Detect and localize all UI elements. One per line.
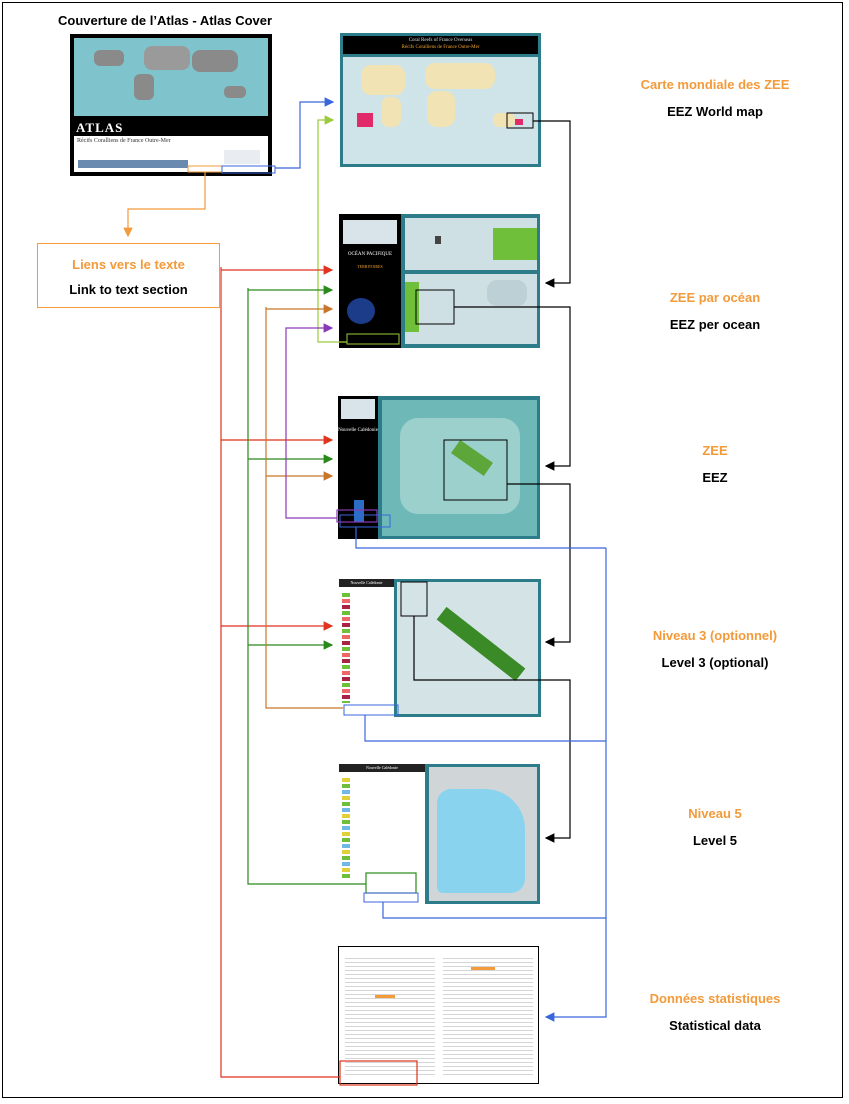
arrow-cover-to-text — [123, 172, 206, 238]
cover-text-link-box — [187, 165, 223, 173]
green-link-trunk — [247, 288, 366, 885]
arrow-eez-to-level3 — [507, 483, 571, 647]
label-world-fr: Carte mondiale des ZEE — [640, 77, 790, 92]
level3-header: Nouvelle Calédonie — [350, 580, 383, 585]
text-links-label-en: Link to text section — [69, 282, 188, 297]
ocean-lime-link-box — [346, 333, 400, 345]
level3-map-thumbnail: Nouvelle Calédonie — [339, 579, 541, 717]
stats-red-link-box — [339, 1060, 418, 1086]
level5-header: Nouvelle Calédonie — [366, 765, 398, 770]
ocean-caption: OCÉAN PACIFIQUE — [347, 252, 393, 257]
world-map-thumbnail: Coral Reefs of France Overseas Récifs Co… — [340, 33, 541, 167]
red-link-trunk — [220, 267, 340, 1078]
label-world-en: EEZ World map — [667, 104, 763, 119]
blue-link-from-eez — [355, 527, 606, 549]
level5-green-link-box — [365, 872, 417, 894]
arrow-world-to-ocean — [533, 120, 571, 288]
arrow-purple-eez-to-ocean — [285, 323, 337, 519]
level3-map-focus-box — [400, 581, 428, 617]
ocean-map-thumbnail: OCÉAN PACIFIQUE TERRITOIRES — [339, 214, 540, 348]
label-level5-fr: Niveau 5 — [688, 806, 742, 821]
arrow-ocean-to-world — [317, 115, 347, 343]
cover-map — [74, 38, 268, 116]
label-stats-fr: Données statistiques — [649, 991, 781, 1006]
world-map-subtitle: Récifs Coralliens de France Outre-Mer — [401, 45, 480, 50]
level5-map-thumbnail: Nouvelle Calédonie — [339, 764, 540, 904]
cover-title: Couverture de l’Atlas - Atlas Cover — [58, 13, 273, 28]
cover-subtitle: Récifs Coralliens de France Outre-Mer — [77, 138, 171, 144]
world-map-area — [343, 57, 538, 164]
statistics-document-thumbnail — [338, 946, 539, 1084]
label-ocean-en: EEZ per ocean — [669, 317, 761, 332]
label-eez-en: EEZ — [702, 470, 728, 485]
text-links-label-fr: Liens vers le texte — [72, 257, 185, 272]
label-eez-fr: ZEE — [702, 443, 728, 458]
blue-link-trunk-to-stats — [544, 548, 607, 1022]
arrow-level3-to-level5 — [413, 616, 571, 843]
eez-blue-link-box — [339, 514, 391, 528]
cover-heading: ATLAS — [76, 120, 124, 135]
level5-blue-link-box — [363, 892, 419, 903]
ocean-map-focus-box — [415, 289, 455, 325]
cover-map-link-box — [221, 165, 276, 174]
label-level3-en: Level 3 (optional) — [661, 655, 769, 670]
label-ocean-fr: ZEE par océan — [669, 290, 761, 305]
world-map-focus-box — [506, 112, 534, 129]
eez-map-focus-box — [443, 439, 508, 501]
ocean-place: TERRITOIRES — [357, 264, 383, 269]
level3-blue-link-box — [343, 704, 399, 716]
arrow-cover-to-world — [275, 97, 335, 169]
eez-caption: Nouvelle Calédonie — [338, 428, 378, 433]
eez-purple-link-box — [336, 509, 378, 523]
label-level3-fr: Niveau 3 (optionnel) — [652, 628, 778, 643]
arrow-ocean-to-eez — [454, 306, 571, 471]
text-links-box — [37, 243, 220, 308]
blue-link-from-level3 — [364, 715, 606, 742]
orange-link-trunk — [265, 307, 343, 709]
blue-link-from-level5 — [382, 902, 606, 919]
label-level5-en: Level 5 — [692, 833, 738, 848]
world-map-title: Coral Reefs of France Overseas — [408, 38, 473, 43]
atlas-cover-thumbnail: ATLAS Récifs Coralliens de France Outre-… — [70, 34, 272, 176]
label-stats-en: Statistical data — [669, 1018, 761, 1033]
